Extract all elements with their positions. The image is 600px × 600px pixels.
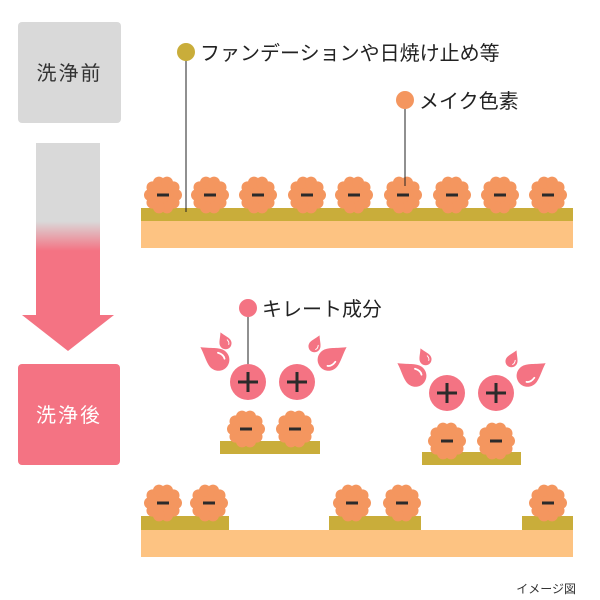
makeup-pigment-particle — [428, 422, 466, 460]
makeup-pigment-particle — [288, 176, 326, 214]
drop-icon — [219, 332, 232, 350]
makeup-pigment-particle — [433, 176, 471, 214]
skin-layer-after — [141, 530, 573, 557]
minus-icon — [346, 501, 358, 505]
makeup-pigment-particle — [384, 176, 422, 214]
makeup-pigment-particle — [477, 422, 515, 460]
makeup-pigment-particle — [481, 176, 519, 214]
minus-icon — [289, 427, 301, 431]
chelate-particle — [230, 364, 266, 400]
makeup-pigment-particle — [144, 176, 182, 214]
makeup-pigment-particle — [239, 176, 277, 214]
drop-icon — [419, 348, 432, 366]
makeup-pigment-particle — [383, 484, 421, 522]
minus-icon — [240, 427, 252, 431]
before-box — [18, 22, 121, 123]
minus-icon — [441, 439, 453, 443]
makeup-pigment-particle — [529, 176, 567, 214]
plus-icon — [287, 372, 307, 392]
makeup-pigment-particle — [227, 410, 265, 448]
chelate-particle — [279, 364, 315, 400]
minus-icon — [446, 193, 458, 197]
chelate-label: キレート成分 — [262, 297, 382, 321]
plus-icon — [238, 372, 258, 392]
minus-icon — [301, 193, 313, 197]
foundation-remnant-3 — [522, 516, 573, 530]
minus-icon — [348, 193, 360, 197]
chelate-dot — [239, 299, 257, 317]
drop-icon — [317, 347, 347, 371]
minus-icon — [204, 193, 216, 197]
drop-icon — [516, 363, 546, 387]
makeup-pigment-particle — [333, 484, 371, 522]
lifted-foundation-left — [220, 441, 320, 454]
makeup-pigment-particle — [529, 484, 567, 522]
foundation-layer-before — [141, 208, 573, 221]
skin-layer-before — [141, 221, 573, 248]
minus-icon — [542, 193, 554, 197]
makeup-pigment-particle — [335, 176, 373, 214]
makeup-pigment-particle — [276, 410, 314, 448]
drop-icon — [397, 363, 427, 387]
minus-icon — [494, 193, 506, 197]
pigment-label: メイク色素 — [419, 89, 519, 113]
plus-icon — [486, 383, 506, 403]
makeup-pigment-particle — [191, 176, 229, 214]
minus-icon — [490, 439, 502, 443]
pigment-dot — [396, 91, 414, 109]
makeup-pigment-particle — [144, 484, 182, 522]
foundation-label: ファンデーションや日焼け止め等 — [200, 41, 500, 65]
plus-icon — [437, 383, 457, 403]
down-arrow — [22, 143, 114, 351]
before-label: 洗浄前 — [37, 61, 103, 85]
drop-icon — [308, 335, 321, 353]
after-box — [18, 364, 120, 465]
foundation-dot — [177, 43, 195, 61]
minus-icon — [397, 193, 409, 197]
drop-icon — [200, 347, 230, 371]
minus-icon — [157, 501, 169, 505]
minus-icon — [203, 501, 215, 505]
chelate-particle — [429, 375, 465, 411]
minus-icon — [396, 501, 408, 505]
minus-icon — [157, 193, 169, 197]
makeup-pigment-particle — [190, 484, 228, 522]
minus-icon — [542, 501, 554, 505]
after-label: 洗浄後 — [36, 403, 102, 427]
minus-icon — [252, 193, 264, 197]
drop-icon — [505, 350, 518, 368]
caption: イメージ図 — [516, 582, 576, 596]
chelate-particle — [478, 375, 514, 411]
